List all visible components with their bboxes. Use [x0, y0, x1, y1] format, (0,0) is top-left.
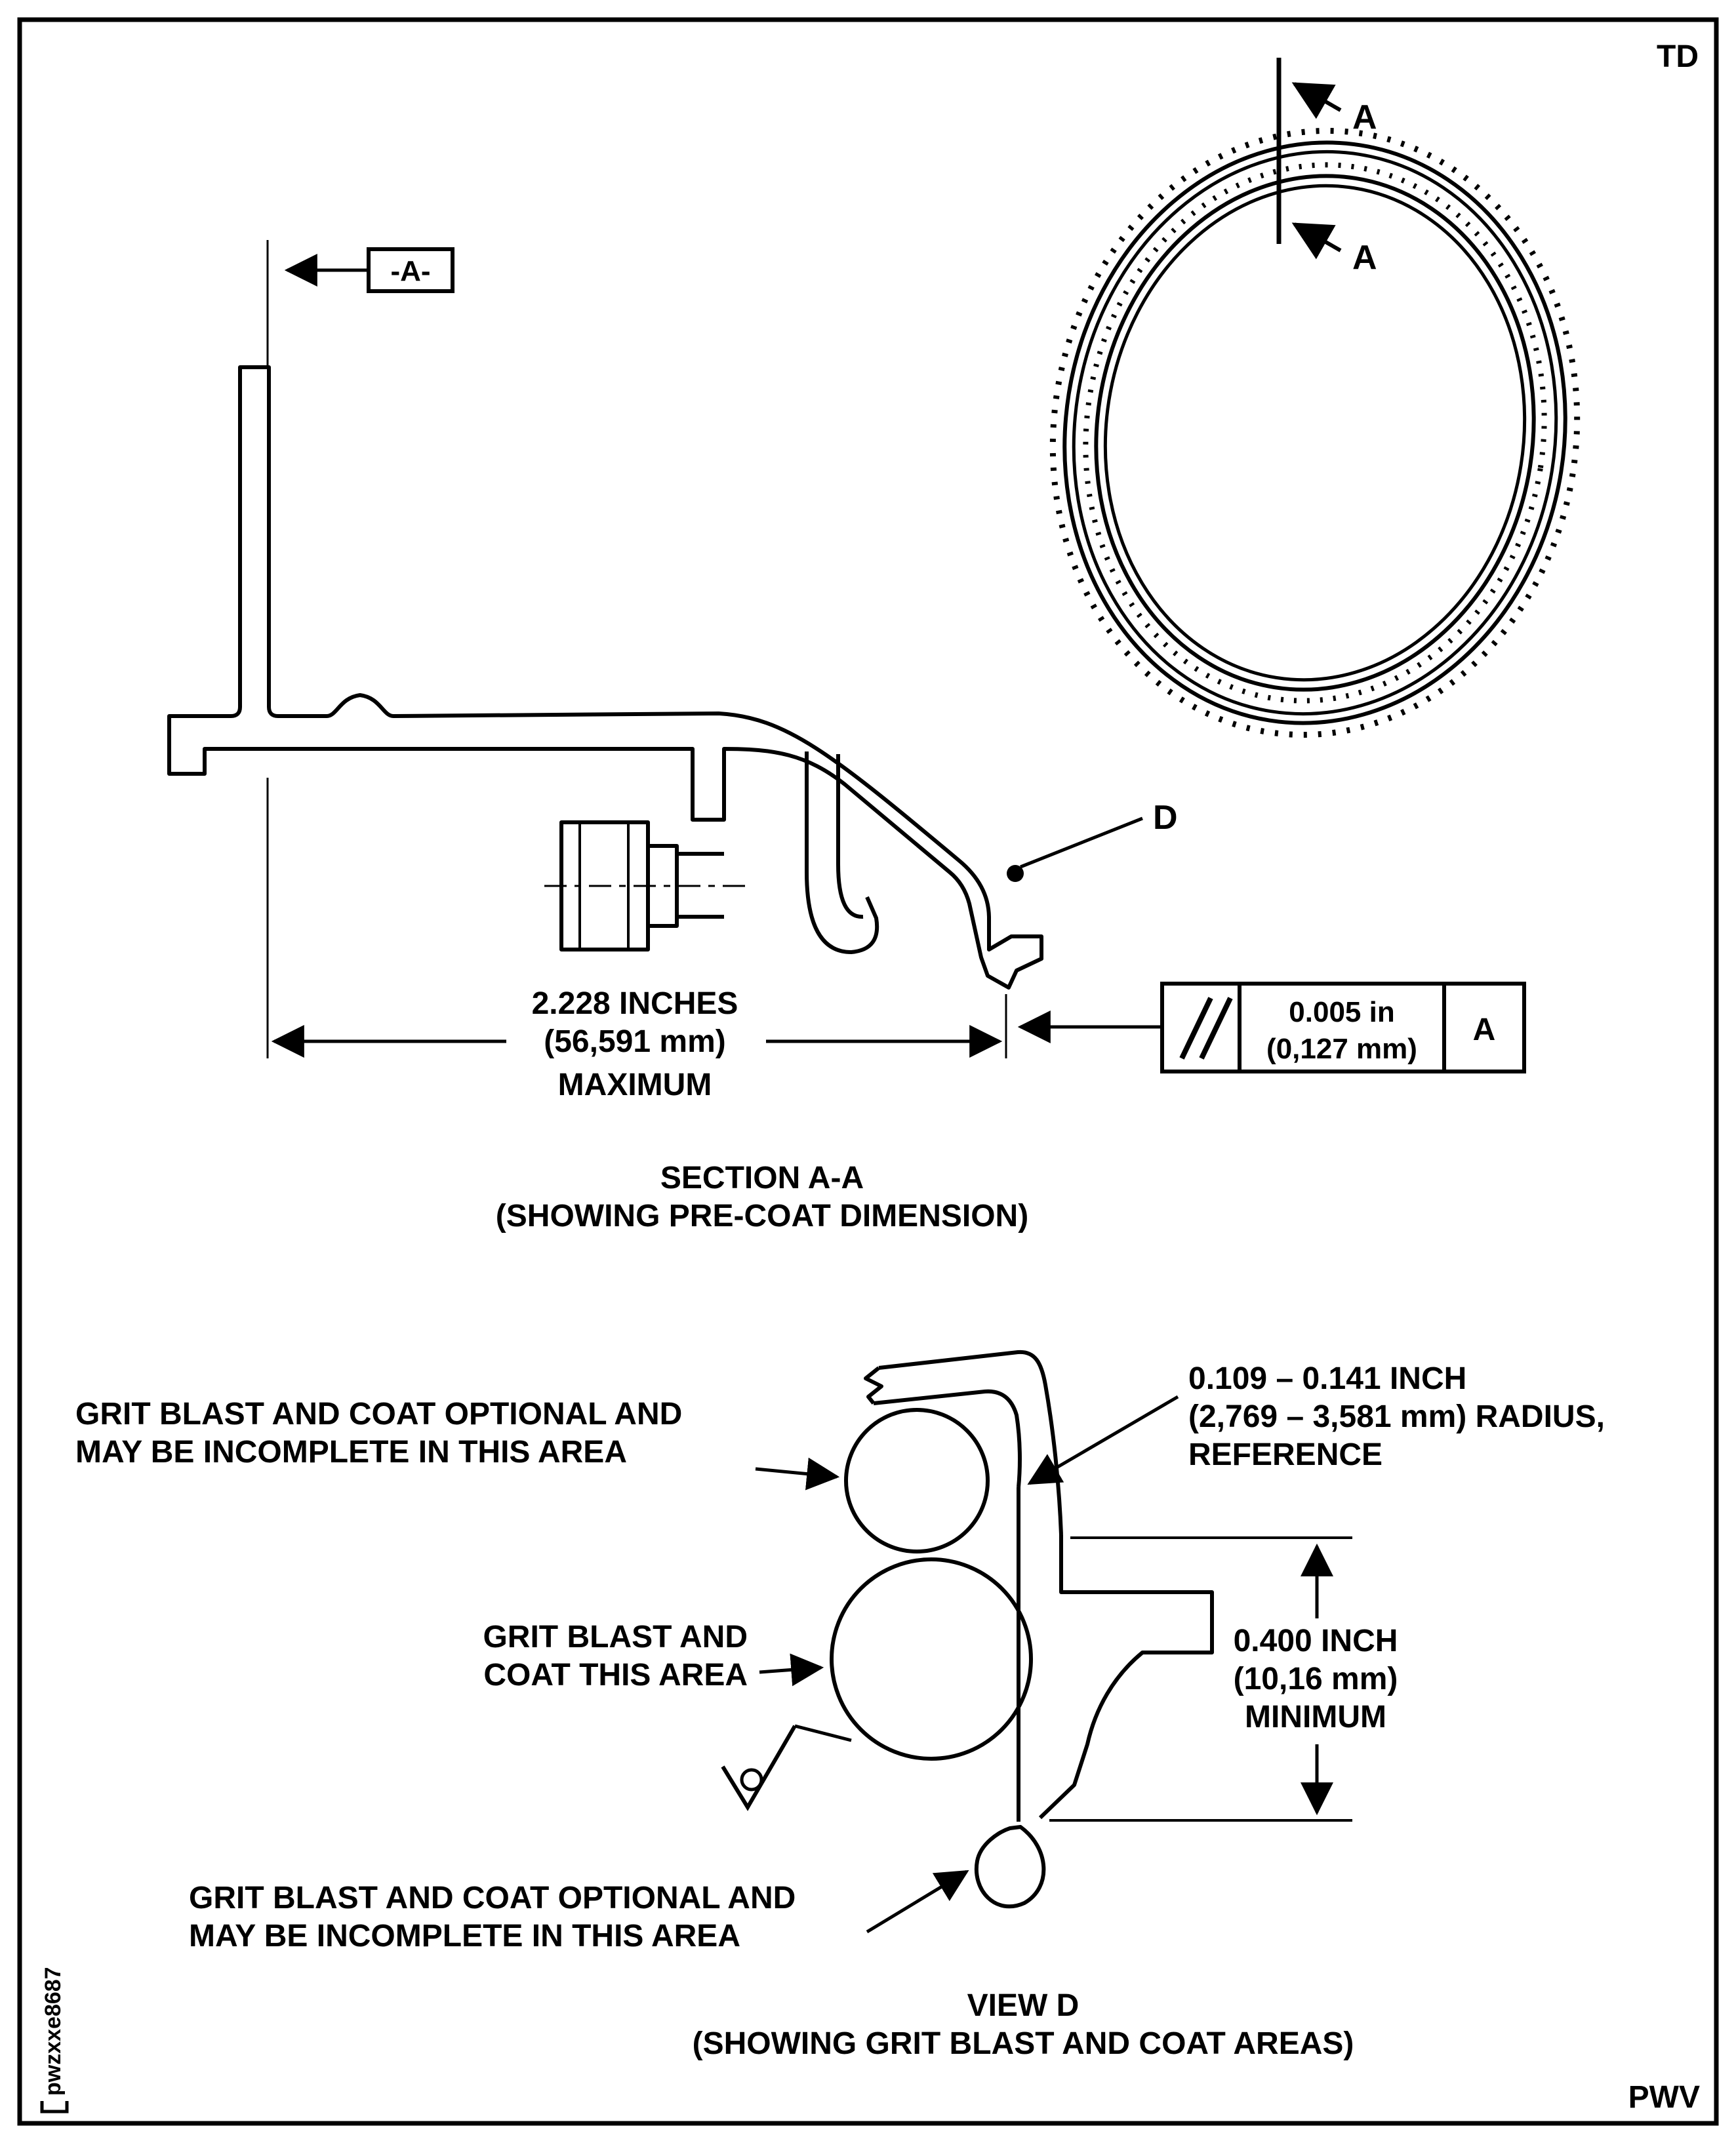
corner-label-td: TD: [1657, 39, 1699, 74]
section-outline: [167, 365, 1043, 990]
coat-area-leader: [759, 1653, 824, 1687]
min-dim-text-inch: 0.400 INCH: [1234, 1624, 1398, 1658]
doc-code: pwzxxe8687: [40, 1967, 69, 2113]
parallelism-icon: [1179, 997, 1233, 1060]
page-border: [17, 17, 1719, 2126]
radius-note-leader: [1027, 1395, 1179, 1485]
view-d-caption-line2: (SHOWING GRIT BLAST AND COAT AREAS): [693, 2026, 1354, 2061]
optional-area-teardrop: [974, 1825, 1046, 1909]
section-caption-line2: (SHOWING PRE-COAT DIMENSION): [496, 1199, 1028, 1233]
coat-area-label-line2: COAT THIS AREA: [483, 1658, 748, 1692]
radius-note-line3: REFERENCE: [1188, 1437, 1383, 1472]
feature-control-frame: [1017, 982, 1526, 1073]
dim-text-maximum: MAXIMUM: [558, 1068, 712, 1102]
view-d-caption-line1: VIEW D: [967, 1988, 1080, 2023]
section-cut-line: [1276, 58, 1342, 260]
optional-top-leader: [755, 1457, 840, 1491]
ring-outer-edge-inner: [1072, 150, 1558, 716]
min-dim-text-minimum: MINIMUM: [1245, 1700, 1386, 1734]
cut-arrow-1: [1291, 82, 1342, 119]
ring-outer-edge: [1062, 140, 1567, 725]
right-profile: [1038, 1534, 1214, 1820]
radius-note-line1: 0.109 – 0.141 INCH: [1188, 1361, 1466, 1396]
detail-d-label: D: [1153, 799, 1178, 837]
dim-text-inches: 2.228 INCHES: [532, 986, 738, 1021]
fcf-tolerance-line1: 0.005 in: [1289, 996, 1394, 1028]
fcf-tolerance-line2: (0,127 mm): [1266, 1033, 1417, 1065]
ring-inner-edge: [1094, 174, 1536, 692]
min-dimension: [1049, 1536, 1419, 1822]
ring-tooth-band: [1083, 162, 1547, 704]
coat-area-lobe: [830, 1557, 1033, 1761]
surface-finish-icon: [721, 1724, 852, 1811]
doc-code-text: pwzxxe8687: [41, 1967, 66, 2096]
cut-arrow-2: [1291, 222, 1342, 260]
cut-arrow-label-1: A: [1352, 98, 1377, 136]
code-bracket: [40, 2101, 69, 2113]
cut-arrow-label-2: A: [1352, 239, 1377, 277]
radius-note-line2: (2,769 – 3,581 mm) RADIUS,: [1188, 1399, 1605, 1434]
fcf-datum-ref: A: [1473, 1012, 1496, 1047]
datum-flag-label: -A-: [390, 255, 430, 287]
break-zigzag: [864, 1366, 883, 1405]
j-member-inner: [836, 754, 864, 919]
optional-bottom-label-line1: GRIT BLAST AND COAT OPTIONAL AND: [189, 1881, 796, 1915]
coat-area-label-line1: GRIT BLAST AND: [483, 1620, 748, 1654]
stud-shaft: [677, 852, 724, 919]
optional-top-label-line1: GRIT BLAST AND COAT OPTIONAL AND: [75, 1397, 682, 1432]
detail-d-callout: [1007, 816, 1143, 882]
optional-bottom-leader: [866, 1870, 969, 1934]
datum-flag: [266, 240, 454, 1058]
optional-bottom-label-line2: MAY BE INCOMPLETE IN THIS AREA: [189, 1919, 740, 1953]
optional-area-lobe-top: [844, 1408, 990, 1553]
dim-text-mm: (56,591 mm): [544, 1024, 725, 1059]
stud-collar: [646, 844, 679, 928]
stud-head: [559, 820, 650, 951]
web-outer-line: [878, 1350, 1063, 1535]
ring-bore-edge: [1103, 184, 1527, 682]
ring-serrated-rim: [1049, 127, 1581, 738]
corner-label-pwv: PWV: [1628, 2080, 1700, 2115]
ring-view: [1049, 127, 1581, 738]
section-profile: [167, 365, 1043, 990]
view-d-profile: [830, 1350, 1214, 1909]
j-member-outer: [805, 751, 879, 954]
min-dim-text-mm: (10,16 mm): [1234, 1662, 1398, 1696]
optional-top-label-line2: MAY BE INCOMPLETE IN THIS AREA: [75, 1435, 627, 1470]
web-inner-line: [873, 1389, 1022, 1488]
section-caption-line1: SECTION A-A: [660, 1161, 864, 1195]
precoat-dimension: [271, 994, 1007, 1058]
